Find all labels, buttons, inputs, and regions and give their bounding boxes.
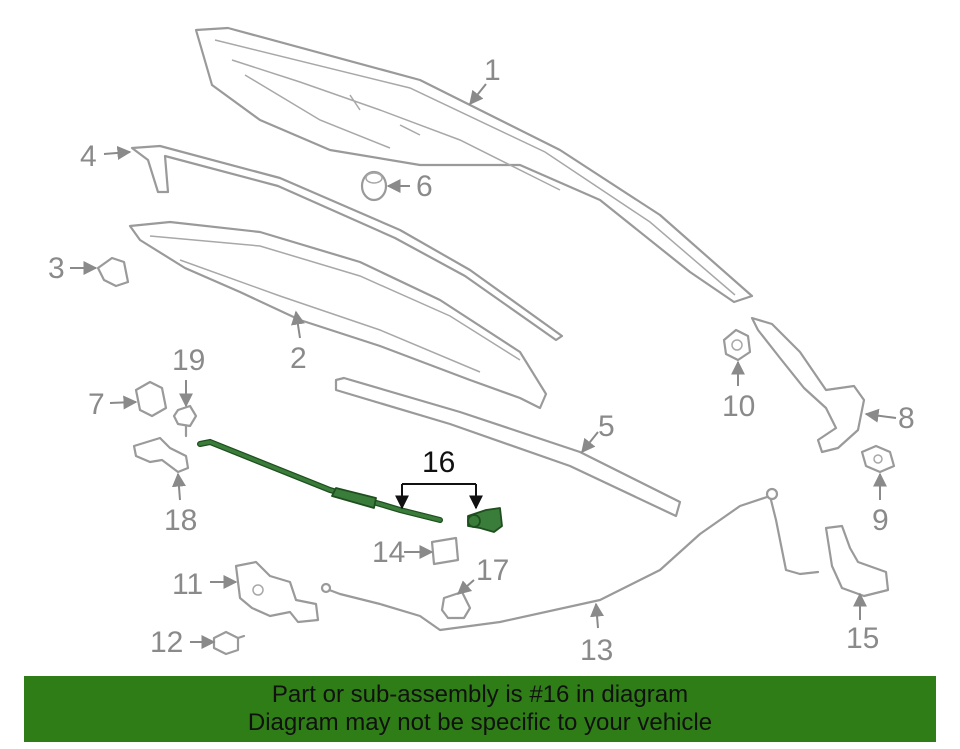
hood-bumper — [360, 170, 388, 202]
callout-3: 3 — [48, 252, 65, 285]
callout-5: 5 — [598, 410, 615, 443]
callout-6: 6 — [416, 170, 433, 203]
callout-13: 13 — [580, 634, 613, 667]
rod-retainer — [132, 436, 190, 474]
info-banner: Part or sub-assembly is #16 in diagram D… — [24, 676, 936, 742]
banner-line-disclaimer: Diagram may not be specific to your vehi… — [247, 709, 713, 736]
insulator-clip — [96, 256, 130, 288]
callout-10: 10 — [722, 390, 755, 423]
callout-2: 2 — [290, 342, 307, 375]
hood-latch — [234, 560, 320, 624]
callout-7: 7 — [88, 388, 105, 421]
hood-weatherstrip — [130, 144, 564, 342]
hood-nut — [722, 328, 752, 362]
cable-clip — [440, 590, 472, 620]
callout-12: 12 — [150, 626, 183, 659]
hood-hinge — [750, 316, 866, 454]
callout-8: 8 — [898, 402, 915, 435]
hood-panel — [194, 26, 754, 304]
callout-11: 11 — [172, 568, 203, 601]
parts-diagram: 1 4 3 2 6 5 7 19 10 8 9 18 16 14 17 11 1… — [48, 26, 915, 667]
rod-clip — [134, 380, 168, 418]
release-handle — [824, 524, 890, 598]
hood-insulator — [128, 220, 548, 410]
banner-line-part: Part or sub-assembly is #16 in diagram — [271, 681, 689, 708]
callout-16-bracket — [395, 483, 483, 510]
callout-18: 18 — [164, 504, 197, 537]
callout-arrows — [70, 83, 897, 649]
latch-bolt — [212, 630, 246, 656]
caution-label — [430, 536, 460, 566]
callout-4: 4 — [80, 140, 97, 173]
callout-14: 14 — [372, 536, 405, 569]
callout-16: 16 — [422, 446, 455, 479]
retainer-bolt — [172, 404, 198, 438]
callout-17: 17 — [476, 554, 509, 587]
callout-19: 19 — [172, 344, 205, 377]
callout-9: 9 — [872, 504, 889, 537]
callout-1: 1 — [484, 54, 501, 87]
hinge-bolt — [860, 444, 896, 474]
release-cable — [320, 487, 820, 632]
hood-seal — [334, 376, 682, 518]
callout-15: 15 — [846, 622, 879, 655]
prop-rod-highlight — [197, 438, 503, 533]
